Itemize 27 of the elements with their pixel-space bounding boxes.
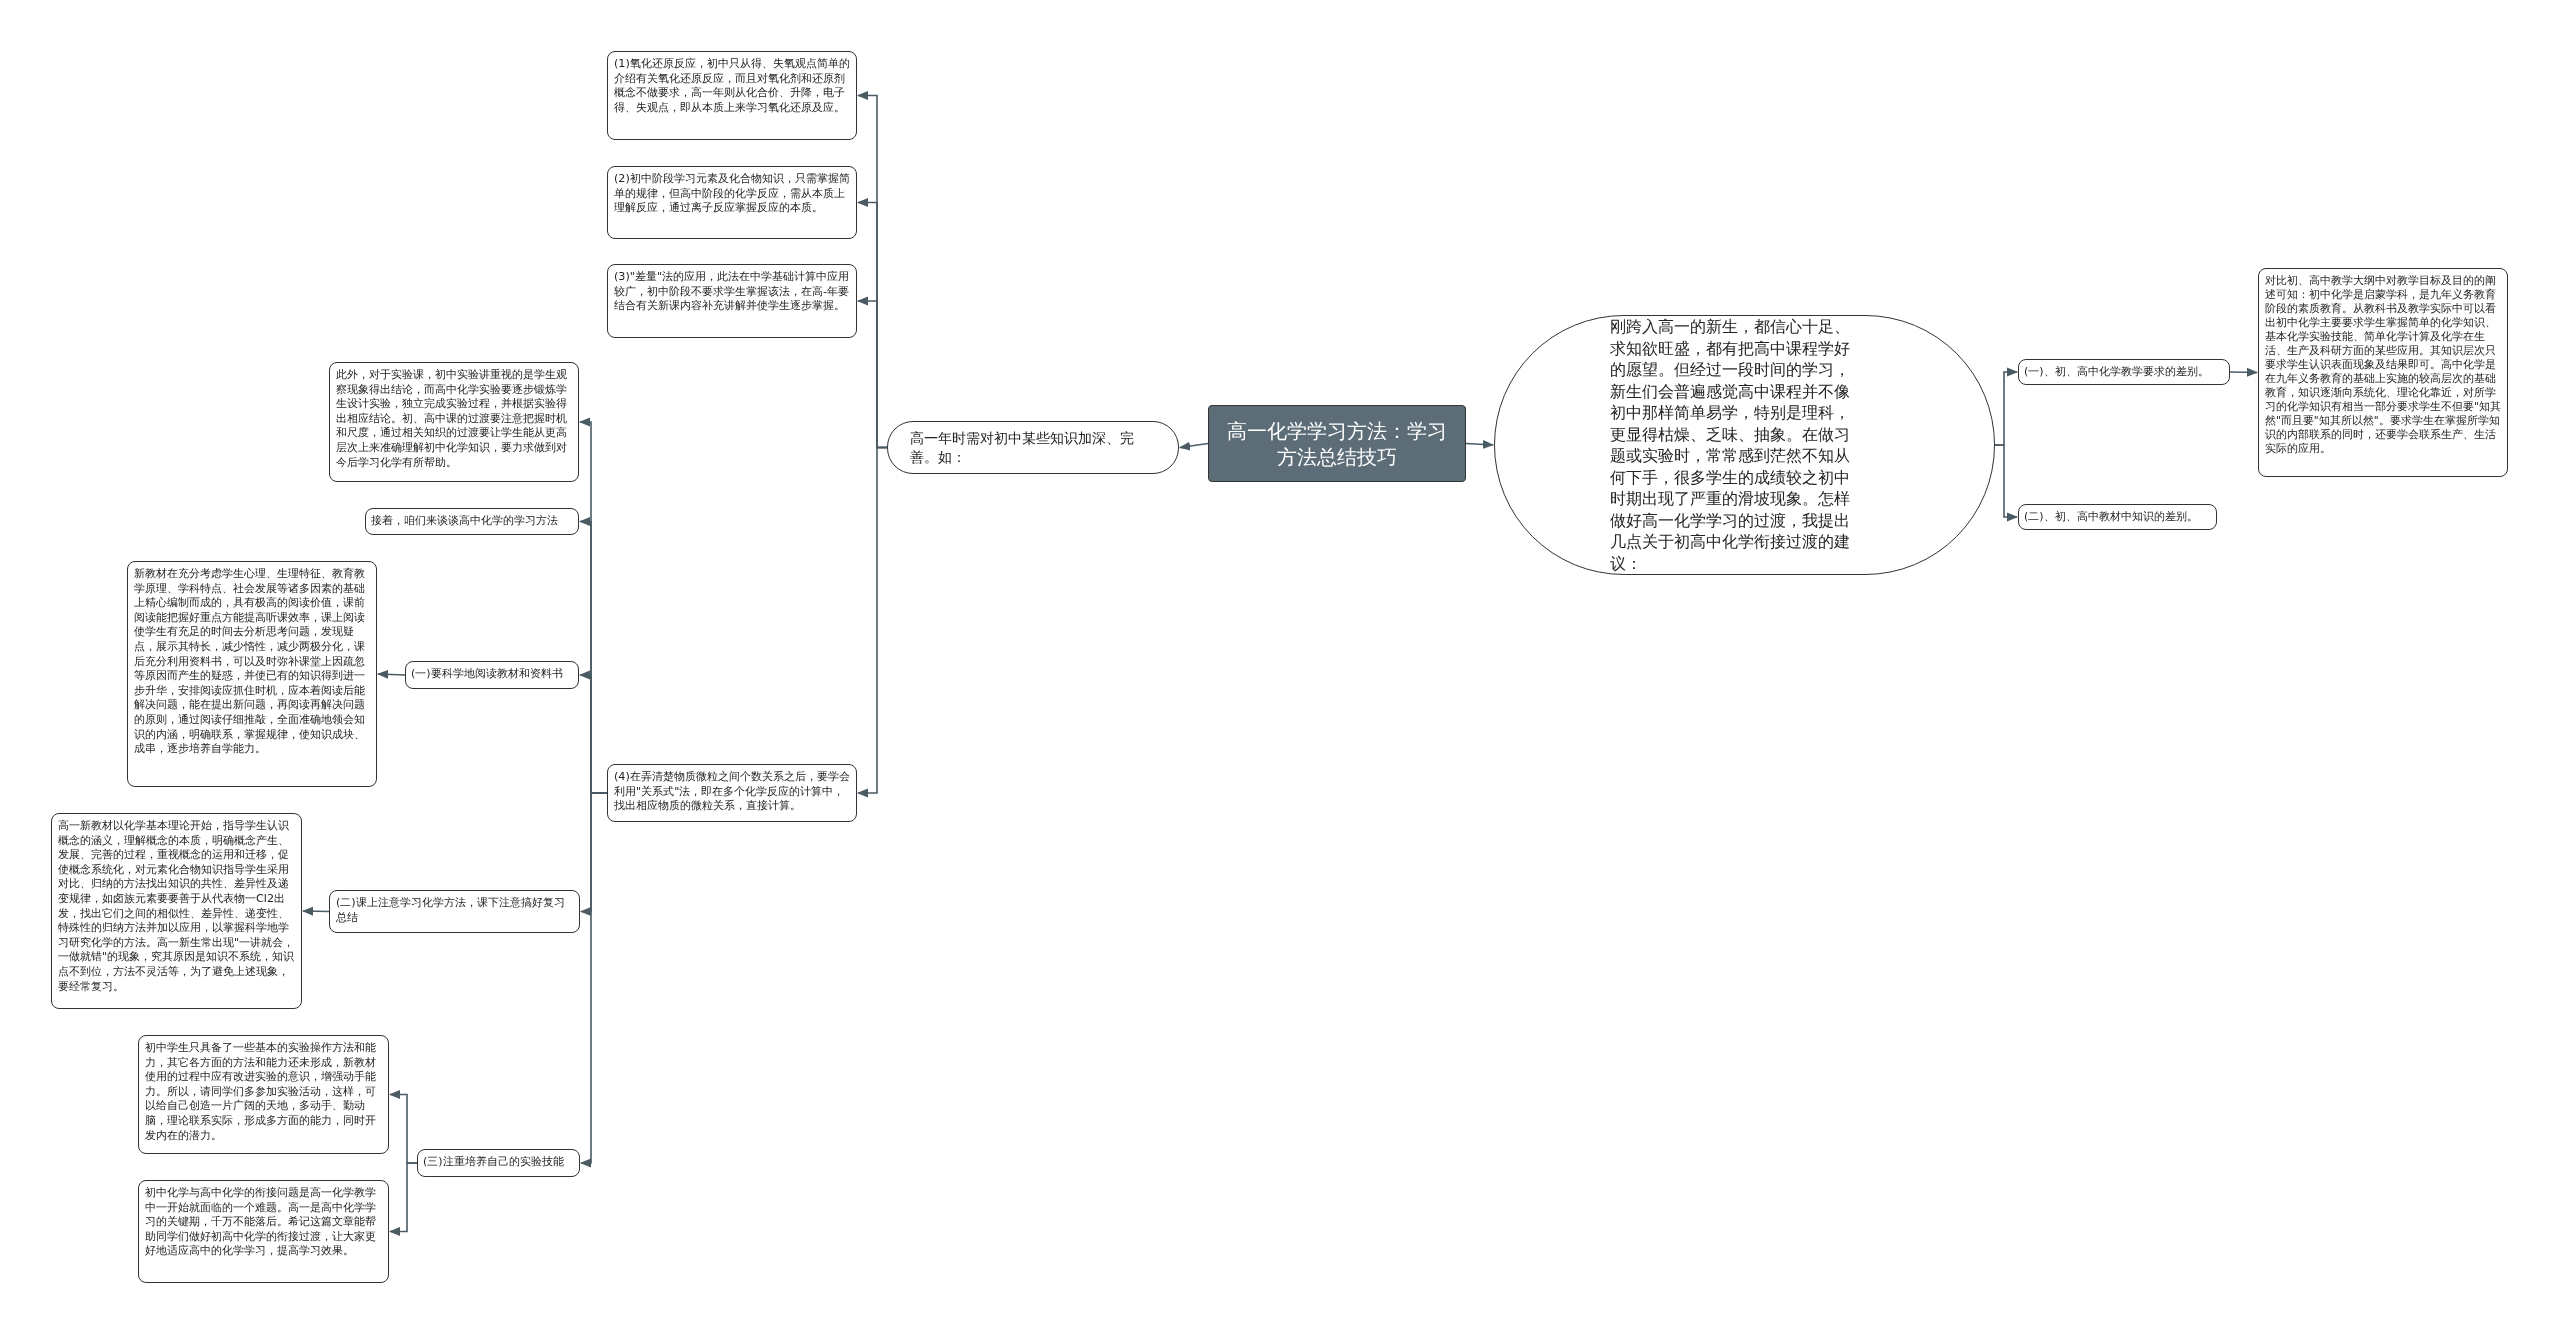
text-box: (三)注重培养自己的实验技能 <box>417 1149 580 1177</box>
text-box: (一)、初、高中化学教学要求的差别。 <box>2018 359 2230 385</box>
connector-arrow <box>301 906 330 916</box>
topic-box: 高一年时需对初中某些知识加深、完善。如： <box>887 421 1179 474</box>
text-box: 高一新教材以化学基本理论开始，指导学生认识概念的涵义，理解概念的本质，明确概念产生、发展、完善的过程，重视概念的运用和迁移，促使概念系统化，对元素化合物知识指导学生采用对比、归纳的方法找出知识的共性、差异性及递变规律，如卤族元素要要善于从代表物一Cl2出发，找出它们之间的相似性、差异性、递变性、特殊性的归纳方法并加以应用，以掌握科学地学习研究化学的方法。高一新生常出现"一讲就会，一做就错"的现象，究其原因是知识不系统，知识点不到位，方法不灵活等，为了避免上述现象，要经常复习。 <box>51 813 302 1009</box>
text-box: 初中学生只具备了一些基本的实验操作方法和能力，其它各方面的方法和能力还未形成，新教材使用的过程中应有改进实验的意识，增强动手能力。所以，请同学们多参加实验活动，这样，可以给自己创造一片广阔的天地，多动手、勤动脑，理论联系实际，形成多方面的能力，同时开发内在的潜力。 <box>138 1035 389 1154</box>
text-box: (2)初中阶段学习元素及化合物知识，只需掌握简单的规律，但高中阶段的化学反应，需从本质上理解反应，通过离子反应掌握反应的本质。 <box>607 166 857 239</box>
connector-arrow <box>388 1162 418 1236</box>
text-box: (1)氧化还原反应，初中只从得、失氧观点简单的介绍有关氧化还原反应，而且对氧化剂和还原剂概念不做要求，高一年则从化合价、升降，电子得、失观点，即从本质上来学习氧化还原及应。 <box>607 51 857 140</box>
connector-arrow <box>376 669 406 679</box>
text-box: 新教材在充分考虑学生心理、生理特征、教育教学原理、学科特点、社会发展等诸多因素的基础上精心编制而成的，具有极高的阅读价值，课前阅读能把握好重点方能提高听课效率，课上阅读使学生有充足的时间去分析思考问题，发现疑点，展示其特长，减少惰性，减少两极分化，课后充分利用资料书，可以及时弥补课堂上因疏忽等原因而产生的疑惑，并使已有的知识得到进一步升华，安排阅读应抓住时机，应本着阅读后能解决问题，能在提出新问题，再阅读再解决问题的原则，通过阅读仔细推敲，全面准确地领会知识的内涵，明确联系，掌握规律，使知识成块、成串，逐步培养自学能力。 <box>127 561 377 787</box>
text-box: (二)、初、高中教材中知识的差别。 <box>2018 504 2217 530</box>
text-box: 接着，咱们来谈谈高中化学的学习方法 <box>365 508 579 535</box>
text-box: (一)要科学地阅读教材和资料书 <box>405 661 579 689</box>
text-box: 初中化学与高中化学的衔接问题是高一化学教学中一开始就面临的一个难题。高一是高中化学学习的关键期，千万不能落后。希记这篇文章能帮助同学们做好初高中化学的衔接过渡，让大家更好地适应高中的化学学习，提高学习效果。 <box>138 1180 389 1283</box>
connector-arrow <box>1465 439 1495 449</box>
oval-topic: 刚跨入高一的新生，都信心十足、求知欲旺盛，都有把高中课程学好的愿望。但经过一段时间的学习，新生们会普遍感觉高中课程并不像初中那样简单易学，特别是理科，更显得枯燥、乏味、抽象。在做习题或实验时，常常感到茫然不知从何下手，很多学生的成绩较之初中时期出现了严重的滑坡现象。怎样做好高一化学学习的过渡，我提出几点关于初高中化学衔接过渡的建议： <box>1494 315 1995 575</box>
text-box: 对比初、高中教学大纲中对教学目标及目的的阐述可知：初中化学是启蒙学科，是九年义务教育阶段的素质教育。从教科书及教学实际中可以看出初中化学主要要求学生掌握简单的化学知识、基本化学实验技能、简单化学计算及化学在生活、生产及科研方面的某些应用。其知识层次只要求学生认识表面现象及结果即可。高中化学是在九年义务教育的基础上实施的较高层次的基础教育，知识逐渐向系统化、理论化靠近，对所学习的化学知识有相当一部分要求学生不但要"知其然"而且要"知其所以然"。要求学生在掌握所学知识的内部联系的同时，还要学会联系生产、生活实际的应用。 <box>2258 268 2508 477</box>
connector-arrow <box>2229 367 2259 377</box>
text-box: (二)课上注意学习化学方法，课下注意搞好复习总结 <box>329 890 580 933</box>
connector-arrow <box>1994 444 2019 522</box>
text-box: (3)"差量"法的应用，此法在中学基础计算中应用较广，初中阶段不要求学生掌握该法，在高-年要结合有关新课内容补充讲解并使学生逐步掌握。 <box>607 264 857 338</box>
connector-arrow <box>1178 441 1209 451</box>
text-box: 此外，对于实验课，初中实验讲重视的是学生观察现象得出结论，而高中化学实验要逐步锻炼学生设计实验，独立完成实验过程，并根据实验得出相应结论。初、高中课的过渡要注意把握时机和尺度，通过相关知织的过渡要让学生能从更高层次上来准确理解初中化学知识，要力求做到对今后学习化学有所帮助。 <box>329 362 579 482</box>
connector-arrow <box>856 446 888 798</box>
central-topic-box: 高一化学学习方法：学习方法总结技巧 <box>1208 405 1466 482</box>
text-box: (4)在弄清楚物质微粒之间个数关系之后，要学会利用"关系式"法，即在多个化学反应的计算中，找出相应物质的微粒关系，直接计算。 <box>607 764 857 822</box>
